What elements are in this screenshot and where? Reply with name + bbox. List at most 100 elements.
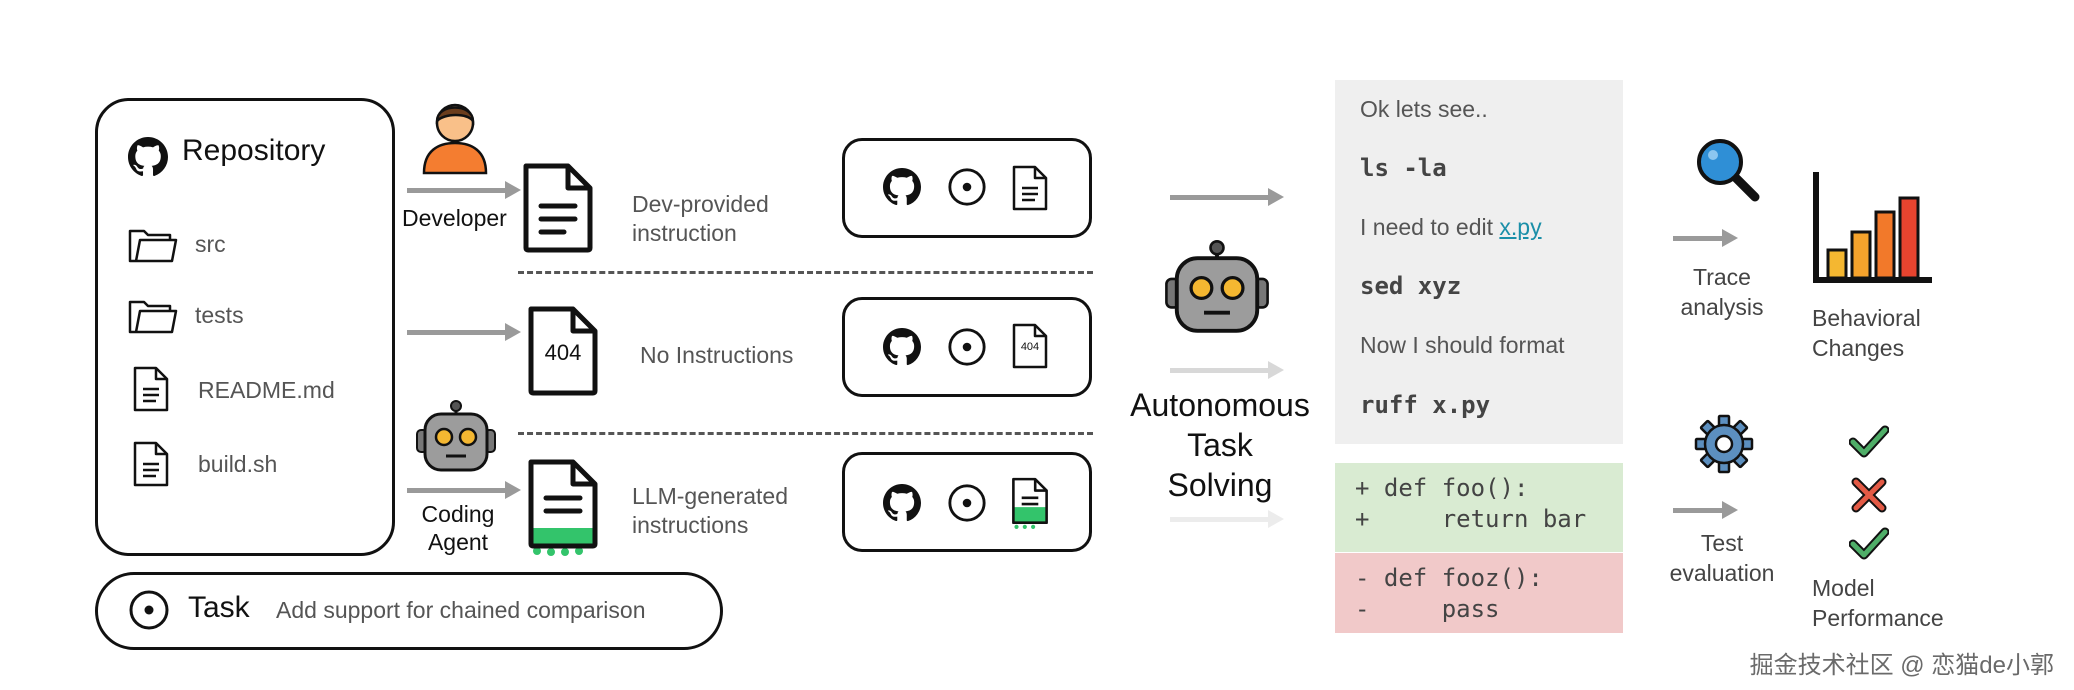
arrow xyxy=(407,488,507,493)
file-icon xyxy=(133,366,169,412)
arrow xyxy=(1673,236,1725,241)
target-icon xyxy=(948,328,986,366)
trace-analysis-label-line1: Trace xyxy=(1693,264,1751,290)
file-name-build[interactable]: build.sh xyxy=(198,451,278,477)
file-name-readme[interactable]: README.md xyxy=(198,377,335,403)
instruction-label-dev: Dev-provided instruction xyxy=(632,190,769,248)
arrow xyxy=(407,330,507,335)
separator xyxy=(518,432,1093,435)
github-icon xyxy=(128,137,168,177)
combo-box-dev xyxy=(842,138,1092,238)
bar-chart-icon xyxy=(1813,172,1932,283)
model-performance-label-line2: Performance xyxy=(1812,605,1944,631)
target-icon xyxy=(948,168,986,206)
model-performance-label: Model Performance xyxy=(1812,573,1944,633)
task-title: Task xyxy=(188,591,250,624)
diff-added-line-1: + def foo(): xyxy=(1355,474,1529,502)
generated-file-icon xyxy=(1012,477,1048,529)
instruction-label-none: No Instructions xyxy=(640,342,794,368)
gear-icon xyxy=(1694,414,1754,474)
github-icon xyxy=(883,484,921,522)
arrow xyxy=(407,188,507,193)
instruction-document-icon xyxy=(523,163,593,253)
behavioral-changes-label-line1: Behavioral xyxy=(1812,305,1921,331)
file-404-icon xyxy=(1012,323,1048,369)
trace-analysis-label-line2: analysis xyxy=(1680,294,1764,320)
robot-icon xyxy=(1165,240,1269,333)
trace-line-6: ruff x.py xyxy=(1360,391,1491,419)
solver-label-line2: Task xyxy=(1187,427,1253,463)
test-evaluation-label-line2: evaluation xyxy=(1669,560,1775,586)
coding-agent-label: Coding Agent xyxy=(418,500,498,556)
target-icon xyxy=(948,484,986,522)
model-performance-label-line1: Model xyxy=(1812,575,1875,601)
generated-document-icon xyxy=(528,459,598,556)
diff-removed-panel xyxy=(1335,553,1623,633)
trace-analysis-label: Trace analysis xyxy=(1670,262,1774,322)
instruction-label-dev-line2: instruction xyxy=(632,220,737,246)
trace-panel xyxy=(1335,80,1623,444)
trace-line-5: Now I should format xyxy=(1360,332,1565,358)
solver-label-line3: Solving xyxy=(1167,467,1273,503)
arrow-head xyxy=(505,181,521,199)
folder-icon xyxy=(128,300,178,334)
arrow-head xyxy=(505,481,521,499)
robot-icon xyxy=(416,400,496,472)
trace-line-2: ls -la xyxy=(1360,154,1447,182)
instruction-label-llm: LLM-generated instructions xyxy=(632,482,788,540)
test-evaluation-label: Test evaluation xyxy=(1664,528,1780,588)
behavioral-changes-label: Behavioral Changes xyxy=(1812,303,1921,363)
arrow-head xyxy=(505,323,521,341)
arrow xyxy=(1170,195,1270,200)
diff-removed-line-1: - def fooz(): xyxy=(1355,564,1543,592)
arrow-head xyxy=(1268,361,1284,379)
trace-line-3: I need to edit x.py xyxy=(1360,214,1542,241)
coding-agent-label-line1: Coding xyxy=(421,501,495,527)
no-instruction-document-icon xyxy=(528,306,598,396)
file-404-small-label: 404 xyxy=(1020,341,1040,353)
combo-box-llm xyxy=(842,452,1092,552)
doc-404-label: 404 xyxy=(544,340,582,365)
arrow xyxy=(1170,368,1270,373)
task-panel xyxy=(95,572,723,650)
watermark: 掘金技术社区 @ 恋猫de小郭 xyxy=(1749,652,2054,679)
diff-removed-line-2: - pass xyxy=(1355,595,1500,623)
coding-agent-label-line2: Agent xyxy=(427,529,489,555)
file-name-src[interactable]: src xyxy=(195,231,226,257)
instruction-label-dev-line1: Dev-provided xyxy=(632,191,769,217)
repository-title: Repository xyxy=(182,134,326,167)
check-icon xyxy=(1849,425,1889,458)
arrow-head xyxy=(1268,510,1284,528)
arrow xyxy=(1170,517,1270,522)
instruction-label-llm-line1: LLM-generated xyxy=(632,483,788,509)
diff-added-line-2: + return bar xyxy=(1355,505,1587,533)
check-icon xyxy=(1849,527,1889,560)
trace-file-link[interactable]: x.py xyxy=(1499,214,1542,240)
file-name-tests[interactable]: tests xyxy=(195,302,244,328)
instruction-label-llm-line2: instructions xyxy=(632,512,749,538)
behavioral-changes-label-line2: Changes xyxy=(1812,335,1905,361)
arrow xyxy=(1673,508,1725,513)
separator xyxy=(518,271,1093,274)
solver-label-line1: Autonomous xyxy=(1130,387,1310,423)
developer-label: Developer xyxy=(402,205,507,231)
target-icon xyxy=(129,590,169,630)
github-icon xyxy=(883,328,921,366)
combo-box-none xyxy=(842,297,1092,397)
file-icon xyxy=(1012,165,1048,211)
github-icon xyxy=(883,168,921,206)
test-evaluation-label-line1: Test xyxy=(1700,530,1744,556)
solver-label: Autonomous Task Solving xyxy=(1115,385,1325,505)
file-icon xyxy=(133,441,169,487)
diff-added-panel xyxy=(1335,463,1623,552)
arrow-head xyxy=(1268,188,1284,206)
developer-icon xyxy=(422,103,488,175)
magnifier-icon xyxy=(1697,139,1760,202)
cross-icon xyxy=(1851,477,1887,513)
repository-panel xyxy=(95,98,395,556)
trace-line-3-text: I need to edit xyxy=(1360,214,1500,240)
task-description: Add support for chained comparison xyxy=(276,597,646,623)
arrow-head xyxy=(1722,229,1738,247)
folder-icon xyxy=(128,229,178,263)
arrow-head xyxy=(1722,501,1738,519)
